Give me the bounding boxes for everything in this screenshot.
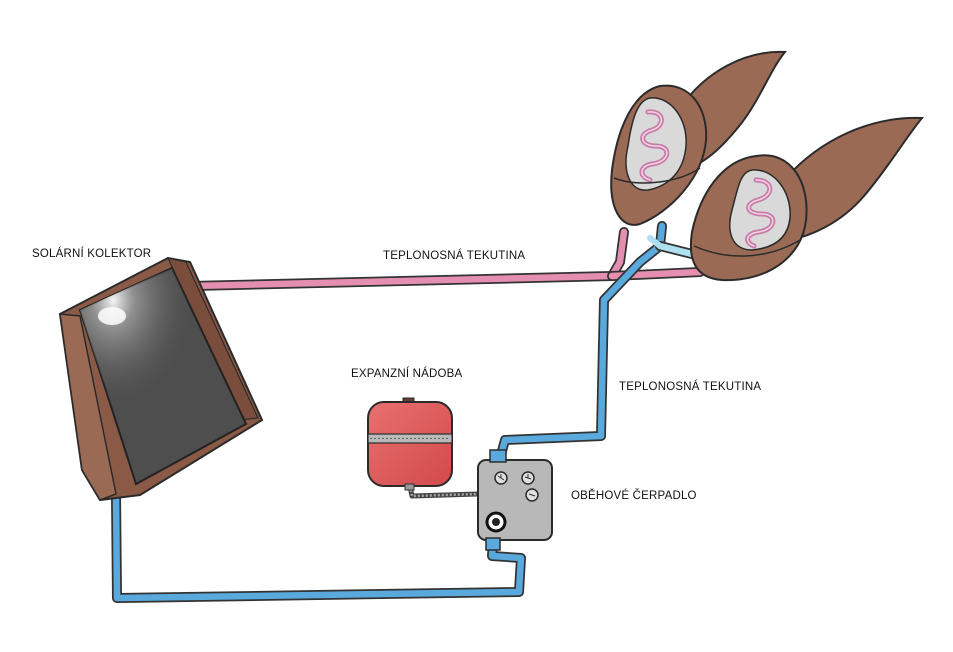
heater-lower (689, 116, 925, 282)
label-heat-transfer-fluid-right: TEPLONOSNÁ TEKUTINA (619, 381, 762, 393)
label-circulation-pump: OBĚHOVÉ ČERPADLO (571, 490, 697, 502)
label-expansion-tank: EXPANZNÍ NÁDOBA (351, 368, 463, 380)
expansion-tank (367, 397, 453, 491)
expansion-hose (407, 485, 479, 499)
solar-collector (58, 256, 264, 502)
circulation-pump (477, 449, 553, 551)
cold-pipe-return (493, 221, 705, 471)
heater-upper (610, 50, 788, 226)
label-solar-collector: SOLÁRNÍ KOLEKTOR (32, 248, 152, 260)
label-heat-transfer-fluid-top: TEPLONOSNÁ TEKUTINA (383, 250, 526, 262)
cold-pipe-supply (111, 489, 526, 603)
